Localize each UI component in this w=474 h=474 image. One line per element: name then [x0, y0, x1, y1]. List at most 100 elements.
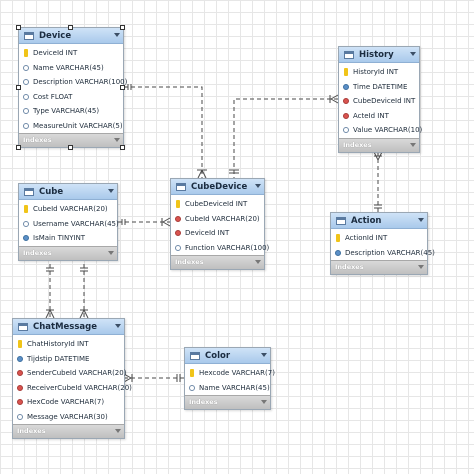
- entity-cube-indexes[interactable]: Indexes: [19, 245, 117, 260]
- collapse-chevron-icon[interactable]: [108, 189, 114, 193]
- entity-cubedevice-header[interactable]: CubeDevice: [171, 179, 264, 195]
- expand-indexes-chevron-icon[interactable]: [255, 260, 261, 264]
- attribute-row[interactable]: Name VARCHAR(45): [19, 61, 123, 76]
- entity-cube[interactable]: Cube CubeId VARCHAR(20)Username VARCHAR(…: [18, 183, 119, 261]
- expand-indexes-chevron-icon[interactable]: [115, 429, 121, 433]
- resize-handle-bottom-right[interactable]: [120, 145, 125, 150]
- resize-handle-top-left[interactable]: [16, 25, 21, 30]
- entity-action-header[interactable]: Action: [331, 213, 427, 229]
- entity-cubedevice-title: CubeDevice: [191, 182, 248, 192]
- table-icon: [24, 188, 34, 196]
- entity-action-title: Action: [351, 216, 382, 226]
- attribute-label: Name VARCHAR(45): [199, 383, 270, 392]
- entity-cubedevice[interactable]: CubeDevice CubeDeviceId INT CubeId VARCHA…: [170, 178, 269, 270]
- resize-handle-middle-right[interactable]: [120, 85, 125, 90]
- attribute-row[interactable]: ReceiverCubeId VARCHAR(20): [13, 381, 132, 396]
- attribute-row[interactable]: CubeDeviceId INT: [339, 94, 419, 109]
- entity-color[interactable]: Color Hexcode VARCHAR(7) Name VARCHAR(45)…: [184, 347, 275, 410]
- attribute-row[interactable]: CubeDeviceId INT: [171, 197, 264, 212]
- attribute-row[interactable]: Hexcode VARCHAR(7): [185, 366, 275, 381]
- expand-indexes-chevron-icon[interactable]: [261, 400, 267, 404]
- entity-device-header[interactable]: Device: [19, 28, 123, 44]
- attribute-label: Tijdstip DATETIME: [27, 354, 90, 363]
- attribute-row[interactable]: MeasureUnit VARCHAR(5): [19, 119, 123, 134]
- entity-color-title: Color: [205, 351, 231, 361]
- table-icon: [336, 217, 346, 225]
- attribute-row[interactable]: Value VARCHAR(10): [339, 123, 422, 138]
- attribute-row[interactable]: Message VARCHAR(30): [13, 410, 124, 425]
- attribute-label: Description VARCHAR(100): [33, 78, 128, 86]
- attribute-row[interactable]: Description VARCHAR(45): [331, 246, 435, 261]
- primary-key-icon: [344, 68, 348, 76]
- collapse-chevron-icon[interactable]: [261, 353, 267, 357]
- resize-handle-bottom-left[interactable]: [16, 145, 21, 150]
- attribute-label: MeasureUnit VARCHAR(5): [33, 121, 123, 130]
- attribute-label: CubeDeviceId INT: [185, 200, 248, 208]
- column-diamond-icon: [189, 384, 195, 391]
- attribute-row[interactable]: CubeId VARCHAR(20): [171, 212, 264, 227]
- attribute-label: ActionId INT: [345, 234, 388, 242]
- entity-history-header[interactable]: History: [339, 47, 419, 63]
- attribute-row[interactable]: ActeId INT: [339, 109, 419, 124]
- attribute-row[interactable]: Name VARCHAR(45): [185, 381, 270, 396]
- attribute-row[interactable]: DeviceId INT: [171, 226, 264, 241]
- attribute-row[interactable]: HistoryId INT: [339, 65, 419, 80]
- attribute-row[interactable]: ChatHistoryId INT: [13, 337, 124, 352]
- attribute-row[interactable]: DeviceId INT: [19, 46, 123, 61]
- attribute-row[interactable]: SenderCubeId VARCHAR(20): [13, 366, 126, 381]
- expand-indexes-chevron-icon[interactable]: [418, 265, 424, 269]
- collapse-chevron-icon[interactable]: [115, 324, 121, 328]
- entity-device-indexes[interactable]: Indexes: [19, 133, 123, 147]
- collapse-chevron-icon[interactable]: [114, 33, 120, 37]
- entity-color-indexes[interactable]: Indexes: [185, 395, 270, 409]
- attribute-row[interactable]: HexCode VARCHAR(7): [13, 395, 124, 410]
- expand-indexes-chevron-icon[interactable]: [108, 250, 114, 255]
- entity-history-indexes[interactable]: Indexes: [339, 137, 419, 152]
- attribute-row[interactable]: Cost FLOAT: [19, 90, 123, 105]
- attribute-label: Type VARCHAR(45): [33, 107, 100, 115]
- resize-handle-bottom-center[interactable]: [68, 145, 73, 150]
- attribute-row[interactable]: Username VARCHAR(45): [19, 217, 119, 232]
- column-diamond-icon: [23, 79, 29, 85]
- table-icon: [18, 323, 28, 331]
- attribute-row[interactable]: Tijdstip DATETIME: [13, 352, 124, 367]
- attribute-label: Description VARCHAR(45): [345, 248, 435, 257]
- expand-indexes-chevron-icon[interactable]: [410, 142, 416, 147]
- indexes-label: Indexes: [175, 258, 204, 266]
- collapse-chevron-icon[interactable]: [410, 52, 416, 56]
- foreign-key-diamond-icon: [17, 370, 23, 376]
- attribute-row[interactable]: CubeId VARCHAR(20): [19, 202, 117, 217]
- entity-chatmessage[interactable]: ChatMessage ChatHistoryId INT Tijdstip DA…: [12, 318, 132, 439]
- entity-action[interactable]: Action ActionId INT Description VARCHAR(4…: [330, 212, 435, 275]
- collapse-chevron-icon[interactable]: [418, 218, 424, 222]
- entity-chatmessage-header[interactable]: ChatMessage: [13, 319, 124, 335]
- attribute-label: Cost FLOAT: [33, 92, 73, 101]
- attribute-row[interactable]: Description VARCHAR(100): [19, 75, 127, 90]
- entity-cube-header[interactable]: Cube: [19, 184, 117, 200]
- entity-action-indexes[interactable]: Indexes: [331, 260, 427, 274]
- expand-indexes-chevron-icon[interactable]: [114, 138, 120, 142]
- entity-cube-attributes: CubeId VARCHAR(20)Username VARCHAR(45)Is…: [19, 200, 119, 246]
- attribute-row[interactable]: Time DATETIME: [339, 80, 419, 95]
- attribute-row[interactable]: Function VARCHAR(100): [171, 241, 269, 256]
- attribute-row[interactable]: Type VARCHAR(45): [19, 104, 123, 119]
- entity-cubedevice-indexes[interactable]: Indexes: [171, 255, 264, 269]
- entity-color-header[interactable]: Color: [185, 348, 270, 364]
- collapse-chevron-icon[interactable]: [255, 184, 261, 188]
- resize-handle-middle-left[interactable]: [16, 85, 21, 90]
- attribute-label: Function VARCHAR(100): [185, 243, 270, 252]
- foreign-key-diamond-icon: [17, 384, 23, 391]
- entity-chatmessage-indexes[interactable]: Indexes: [13, 424, 124, 438]
- table-icon: [344, 51, 354, 59]
- indexes-label: Indexes: [189, 398, 218, 406]
- resize-handle-top-right[interactable]: [120, 25, 125, 30]
- attribute-row[interactable]: ActionId INT: [331, 231, 427, 246]
- attribute-row[interactable]: IsMain TINYINT: [19, 231, 117, 246]
- rel-device-cubedevice: [124, 86, 203, 178]
- attribute-label: CubeId VARCHAR(20): [185, 214, 260, 223]
- resize-handle-top-center[interactable]: [68, 25, 73, 30]
